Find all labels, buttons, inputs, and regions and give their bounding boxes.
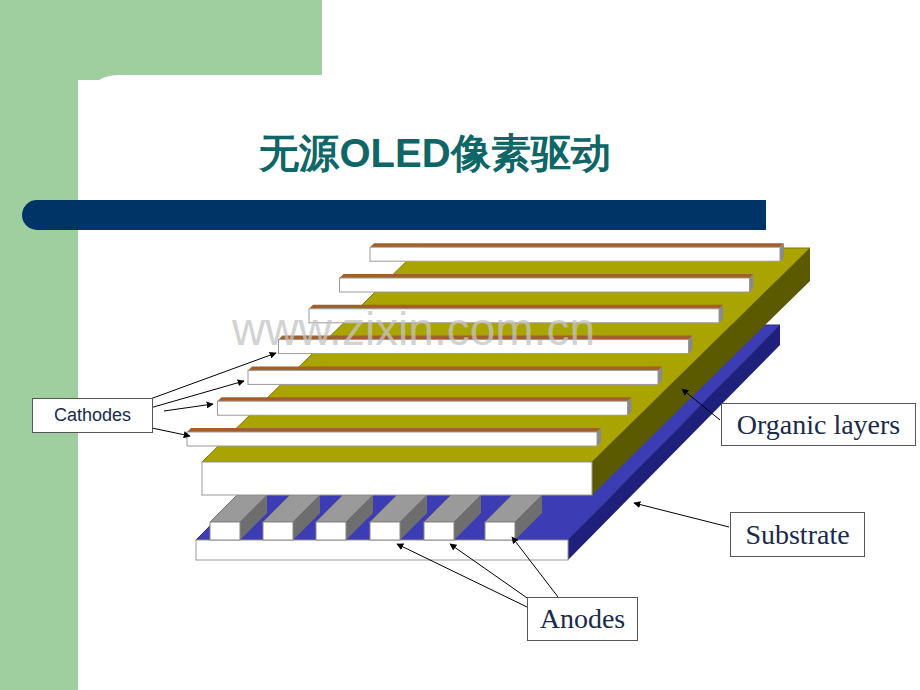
- side-band: [0, 0, 78, 690]
- label-text: Anodes: [540, 603, 626, 635]
- label-text: Substrate: [745, 519, 849, 551]
- anode-strip: [210, 495, 267, 540]
- anode-strip: [424, 495, 481, 540]
- leader-line: [634, 503, 729, 527]
- anode-strip: [370, 495, 427, 540]
- label-text: Cathodes: [54, 405, 131, 426]
- leader-line: [164, 404, 213, 411]
- label-box: Cathodes: [32, 398, 153, 433]
- cathode-strip: [218, 397, 632, 415]
- label-box: Substrate: [730, 512, 865, 557]
- cathode-strip: [340, 274, 754, 292]
- leader-line: [150, 381, 244, 408]
- label-box: Anodes: [527, 597, 638, 641]
- slide-title: 无源OLED像素驱动: [0, 126, 870, 181]
- substrate-front: [196, 540, 568, 560]
- leader-lines: [142, 353, 729, 607]
- leader-line: [397, 544, 527, 607]
- anode-strip: [263, 495, 320, 540]
- cathode-strip: [370, 243, 784, 261]
- leader-line: [682, 389, 720, 420]
- leader-line: [142, 353, 276, 402]
- anode-strip: [316, 495, 373, 540]
- anode-strip: [485, 495, 542, 540]
- watermark: www.zixin.com.cn: [232, 302, 595, 356]
- cathode-strip: [187, 428, 601, 446]
- label-text: Organic layers: [737, 409, 901, 441]
- cathode-strip: [248, 366, 662, 384]
- leader-line: [152, 428, 190, 436]
- leader-line: [450, 544, 530, 600]
- leader-line: [512, 537, 558, 597]
- title-bar: [22, 200, 766, 230]
- label-box: Organic layers: [721, 403, 916, 446]
- corner-band: [0, 0, 322, 80]
- organic-front: [202, 462, 592, 495]
